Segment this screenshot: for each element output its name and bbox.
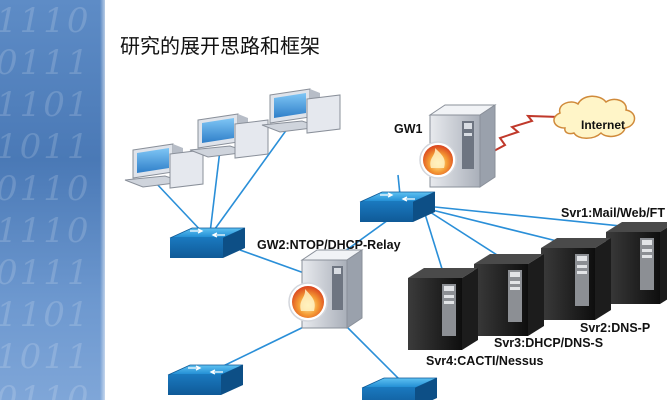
svr1-rack-server-icon	[606, 222, 667, 304]
lan-switch-icon	[169, 227, 246, 258]
slide-title: 研究的展开思路和框架	[120, 34, 320, 58]
svr3-rack-server-icon	[474, 254, 544, 336]
gw1-label: GW1	[394, 122, 423, 136]
link-gw2-switch4	[339, 319, 406, 386]
link-core-svr4	[424, 213, 444, 273]
svr4-rack-server-icon	[408, 268, 478, 350]
workstation-2	[189, 113, 269, 159]
workstation-3	[261, 88, 341, 134]
link-core-svr2	[431, 209, 574, 246]
binary-watermark: 1110 0111 1101 1011 0110 1110 0111 1101 …	[0, 1, 91, 400]
link-pc1-switch	[154, 181, 206, 236]
core-switch-icon	[359, 191, 436, 222]
link-pc3-switch	[211, 124, 291, 234]
gw2-label: GW2:NTOP/DHCP-Relay	[257, 238, 401, 252]
link-core-svr1	[434, 206, 641, 229]
svr4-label: Svr4:CACTI/Nessus	[426, 354, 543, 368]
link-gw2-switch3	[214, 319, 319, 371]
link-pc2-switch	[209, 149, 221, 234]
switch-4-icon	[361, 377, 438, 400]
link-core-svr3	[429, 211, 509, 263]
svr2-rack-server-icon	[541, 238, 611, 320]
wan-link	[491, 114, 561, 153]
workstation-1	[124, 143, 204, 189]
internet-cloud-icon	[553, 95, 636, 139]
internet-label: Internet	[581, 118, 625, 132]
gw1-firewall-flame-icon	[419, 141, 457, 179]
band-edge	[100, 0, 108, 400]
gw2-firewall-flame-icon	[288, 282, 328, 322]
decorative-left-band: 1110 0111 1101 1011 0110 1110 0111 1101 …	[0, 0, 105, 400]
svr3-label: Svr3:DHCP/DNS-S	[494, 336, 603, 350]
svr1-label: Svr1:Mail/Web/FT	[561, 206, 665, 220]
svr2-label: Svr2:DNS-P	[580, 321, 650, 335]
switch-3-icon	[167, 364, 244, 395]
